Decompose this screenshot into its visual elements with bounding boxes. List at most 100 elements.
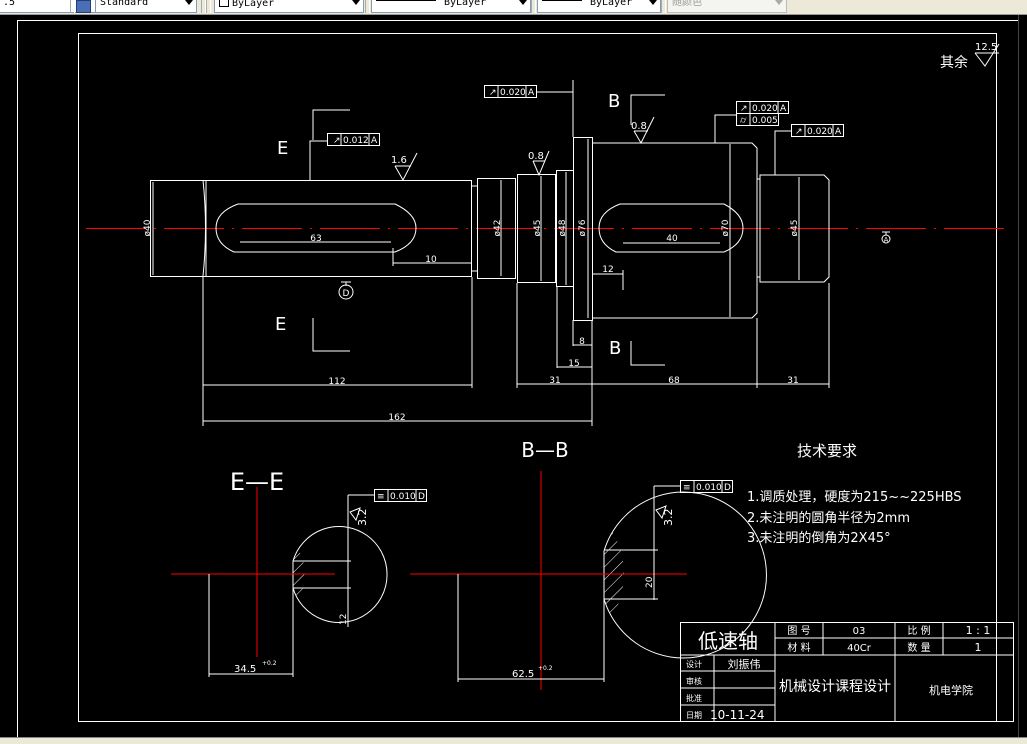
textstyle-dropdown[interactable]: Standard [95, 0, 197, 13]
dim-d48: ø48 [558, 219, 568, 236]
tolerance-value: 0.012 [343, 136, 369, 146]
title-approver-label: 批准 [686, 693, 702, 703]
title-designer: 刘振伟 [728, 657, 761, 671]
dim-31b: 31 [787, 376, 798, 386]
color-dropdown[interactable]: ByLayer [214, 0, 364, 13]
plotstyle-dropdown[interactable]: 随颜色 [667, 0, 787, 13]
title-block: 低速轴 图 号 03 比 例 1 : 1 材 料 40Cr 数 量 1 设计 刘… [680, 622, 1014, 722]
tolerance-frames: ↗ 0.012 A ↗ 0.020 A ↗ 0.020 A ⌭ 0.005 ↗ … [309, 80, 844, 180]
sheet-inner-border [78, 33, 997, 722]
svg-text:↗: ↗ [795, 127, 803, 137]
tech-req-heading: 技术要求 [797, 442, 857, 460]
section-markers: E E B B [275, 91, 665, 366]
tolerance-datum: D [418, 492, 425, 502]
title-drawing-no: 03 [853, 626, 866, 637]
dim-31a: 31 [549, 376, 560, 386]
title-quantity-label: 数 量 [907, 641, 930, 654]
section-bb-view: B—B ≡ 0.010 D 3.2 20 62.5 +0.2 [410, 438, 767, 690]
lineweight-value: ByLayer [590, 0, 633, 8]
title-date-label: 日期 [686, 711, 702, 720]
sheet-outer-border [17, 20, 1027, 744]
textstyle-value: Standard [100, 0, 149, 8]
section-b-bottom-label: B [609, 338, 621, 359]
shaft-segment-d42 [477, 178, 516, 279]
tolerance-value: 0.020 [807, 127, 833, 137]
tolerance-value: 0.010 [390, 492, 416, 502]
title-checker-label: 审核 [686, 676, 702, 686]
shaft-main-view [150, 137, 830, 321]
roughness-symbols: 1.6 0.8 0.8 [391, 116, 655, 182]
dim-d76: ø76 [578, 219, 588, 236]
tolerance-datum: D [724, 483, 731, 493]
shaft-segment-d70 [592, 142, 758, 319]
diameter-dimensions: ø40 ø42 ø45 ø48 ø76 ø70 ø45 [143, 139, 800, 318]
shaft-segment-d40 [150, 180, 472, 277]
general-roughness-value: 12.5 [975, 42, 997, 53]
chevron-down-icon [519, 0, 527, 5]
roughness-symbol-icon [974, 43, 1000, 67]
dim-112: 112 [328, 377, 345, 387]
roughness-1-6: 1.6 [391, 155, 407, 166]
dim-d42: ø42 [493, 220, 503, 237]
tolerance-value: 0.020 [500, 88, 526, 98]
dim-34-5: 34.5 [234, 664, 256, 675]
linetype-dropdown[interactable]: ByLayer [371, 0, 531, 13]
toolbar-separator [531, 0, 536, 13]
chevron-down-icon [185, 0, 193, 5]
shaft-segment-d45 [517, 174, 556, 283]
title-date: 10-11-24 [710, 708, 764, 722]
tech-req-item: 2.未注明的圆角半径为2mm [747, 510, 910, 526]
svg-text:↗: ↗ [740, 104, 748, 114]
title-scale: 1 : 1 [966, 624, 991, 637]
title-project: 机械设计课程设计 [779, 679, 891, 695]
color-swatch-icon [219, 0, 229, 7]
svg-text:↗: ↗ [333, 136, 341, 146]
section-ee-outline [292, 526, 388, 623]
roughness-0-8-a: 0.8 [528, 151, 544, 162]
dim-key-20: 20 [645, 576, 655, 588]
section-ee-view: E—E ≡ 0.010 D 3.2 12 34.5 +0.2 [171, 468, 440, 677]
title-material: 40Cr [847, 643, 872, 654]
svg-text:↗: ↗ [489, 88, 497, 98]
drawing-canvas[interactable]: 其余 12.5 ø40 ø42 ø45 [0, 15, 1027, 744]
color-value: ByLayer [232, 0, 275, 9]
section-bb-title: B—B [521, 438, 568, 462]
lineweight-sample-icon [542, 0, 582, 1]
svg-text:⌭: ⌭ [740, 116, 747, 126]
shaft-segment-d45-right [759, 174, 830, 283]
toolbar-separator [661, 0, 666, 13]
dim-d40: ø40 [143, 219, 153, 236]
properties-toolbar: .5 Standard ByLayer ByLayer ByLayer 随颜色 [0, 0, 1027, 15]
toolbar-separator [206, 0, 211, 13]
title-material-label: 材 料 [787, 641, 810, 654]
vertical-scrollbar[interactable] [1018, 15, 1027, 737]
svg-text:+0.2: +0.2 [538, 665, 553, 672]
toolbar-separator [365, 0, 370, 13]
dim-162: 162 [388, 413, 405, 423]
title-part-name: 低速轴 [698, 629, 758, 653]
linetype-value: ByLayer [444, 0, 487, 8]
general-roughness: 其余 12.5 [940, 42, 1000, 71]
svg-text:+0.2: +0.2 [262, 660, 277, 667]
datum-d: D [343, 289, 350, 299]
status-bar [0, 737, 1027, 744]
dim-10: 10 [425, 255, 437, 265]
toolbar-separator [70, 0, 75, 13]
roughness-0-8-b: 0.8 [631, 121, 647, 132]
datum-symbols: D A [338, 231, 891, 300]
dim-63: 63 [310, 234, 321, 244]
dimstyle-value: .5 [3, 0, 16, 8]
section-b-top-label: B [608, 91, 620, 112]
title-scale-label: 比 例 [907, 624, 930, 637]
drawing-svg: 其余 12.5 ø40 ø42 ø45 [17, 20, 1027, 744]
dim-d70: ø70 [721, 219, 731, 236]
linetype-sample-icon [376, 0, 436, 1]
lineweight-dropdown[interactable]: ByLayer [537, 0, 661, 13]
dim-key-12: 12 [339, 614, 349, 625]
keyway-e [215, 203, 417, 253]
tolerance-datum: A [528, 88, 535, 98]
datum-a: A [884, 236, 889, 244]
text-style-manager-icon[interactable] [76, 0, 91, 13]
dim-15: 15 [568, 359, 579, 369]
tech-req-item: 3.未注明的倒角为2X45° [747, 530, 891, 546]
